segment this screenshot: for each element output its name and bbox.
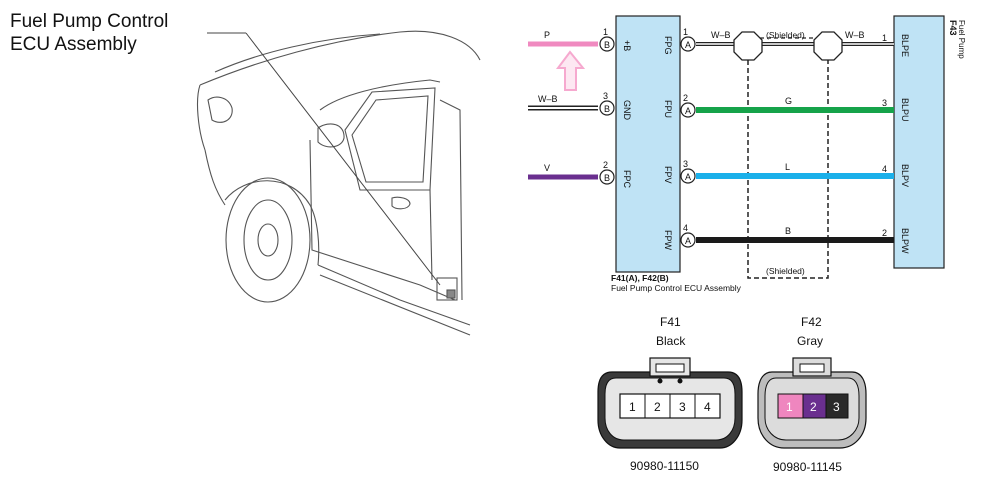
ecu-box <box>615 15 681 273</box>
pump-pin-2: 3 BLPU <box>882 98 910 122</box>
svg-text:4: 4 <box>704 400 711 414</box>
svg-text:1: 1 <box>629 400 636 414</box>
svg-text:1: 1 <box>882 33 887 43</box>
wire-fpw-label: B <box>785 226 791 236</box>
svg-text:1: 1 <box>786 400 793 414</box>
connector-f41: F41 Black 1 2 3 4 90980-11150 <box>597 315 743 473</box>
svg-text:FPC: FPC <box>622 170 632 189</box>
svg-text:BLPW: BLPW <box>900 228 910 254</box>
svg-text:1: 1 <box>603 27 608 37</box>
wire-gnd-label: W–B <box>538 94 558 104</box>
svg-text:3: 3 <box>833 400 840 414</box>
svg-text:3: 3 <box>679 400 686 414</box>
connector-f42-id: F42 <box>801 315 822 329</box>
pump-pin-3: 4 BLPV <box>882 164 910 187</box>
svg-text:FPV: FPV <box>663 166 673 184</box>
pump-pin-4: 2 BLPW <box>882 228 910 254</box>
ecu-right-pin-3: A 3 FPV <box>663 159 696 184</box>
left-pin-1: B 1 +B <box>599 27 632 52</box>
svg-text:2: 2 <box>683 93 688 103</box>
svg-text:A: A <box>685 236 691 246</box>
wire-fpg-label-left: W–B <box>711 30 731 40</box>
svg-text:GND: GND <box>622 100 632 121</box>
connector-f41-part: 90980-11150 <box>630 459 699 473</box>
svg-text:BLPV: BLPV <box>900 164 910 187</box>
svg-text:1: 1 <box>683 27 688 37</box>
wire-v-label: V <box>544 163 550 173</box>
svg-text:4: 4 <box>683 223 688 233</box>
svg-text:FPG: FPG <box>663 36 673 55</box>
ecu-right-pin-1: A 1 FPG <box>663 27 696 55</box>
svg-text:B: B <box>604 104 610 114</box>
connector-f41-color: Black <box>656 334 686 348</box>
svg-text:3: 3 <box>683 159 688 169</box>
svg-text:B: B <box>604 173 610 183</box>
svg-text:A: A <box>685 106 691 116</box>
svg-text:FPU: FPU <box>663 100 673 118</box>
svg-text:2: 2 <box>882 228 887 238</box>
left-pin-2: B 3 GND <box>599 91 632 121</box>
pump-pin-1: 1 BLPE <box>882 33 910 57</box>
svg-text:2: 2 <box>654 400 661 414</box>
connector-f41-id: F41 <box>660 315 681 329</box>
svg-text:FPW: FPW <box>663 230 673 251</box>
connector-f42-part: 90980-11145 <box>773 460 842 474</box>
shield-outline <box>747 44 829 279</box>
svg-text:A: A <box>685 172 691 182</box>
wire-fpv-label: L <box>785 162 790 172</box>
svg-text:2: 2 <box>810 400 817 414</box>
wire-fpg-label-right: W–B <box>845 30 865 40</box>
callout-line-1: Fuel Pump Control <box>10 11 169 32</box>
svg-text:3: 3 <box>882 98 887 108</box>
ecu-right-pin-4: A 4 FPW <box>663 223 696 251</box>
ecu-label-line-2: Fuel Pump Control ECU Assembly <box>611 283 742 293</box>
connector-f42: F42 Gray 1 2 3 90980-11145 <box>757 315 867 474</box>
wire-p-label: P <box>544 30 550 40</box>
pump-id: F43 <box>948 20 958 36</box>
vehicle-illustration <box>196 30 481 336</box>
shield-label-top: (Shielded) <box>766 30 805 40</box>
pump-name: Fuel Pump <box>957 20 966 59</box>
callout-title: Fuel Pump Control ECU Assembly <box>10 10 168 56</box>
wire-fpu-label: G <box>785 96 792 106</box>
highlight-arrow <box>556 50 586 91</box>
svg-text:3: 3 <box>603 91 608 101</box>
svg-text:B: B <box>604 40 610 50</box>
shield-splice-left <box>733 31 763 61</box>
left-pin-3: B 2 FPC <box>599 160 632 189</box>
svg-text:BLPE: BLPE <box>900 34 910 57</box>
svg-text:2: 2 <box>603 160 608 170</box>
svg-text:BLPU: BLPU <box>900 98 910 122</box>
fuel-pump-box <box>893 15 945 269</box>
shield-label-bottom: (Shielded) <box>766 266 805 276</box>
svg-text:A: A <box>685 40 691 50</box>
svg-text:4: 4 <box>882 164 887 174</box>
callout-line-2: ECU Assembly <box>10 34 137 55</box>
ecu-right-pin-2: A 2 FPU <box>663 93 696 118</box>
shield-splice-right <box>813 31 843 61</box>
svg-text:+B: +B <box>622 40 632 51</box>
callout-leader-2 <box>245 32 441 286</box>
ecu-label-line-1: F41(A), F42(B) <box>611 273 669 283</box>
connector-f42-color: Gray <box>797 334 823 348</box>
